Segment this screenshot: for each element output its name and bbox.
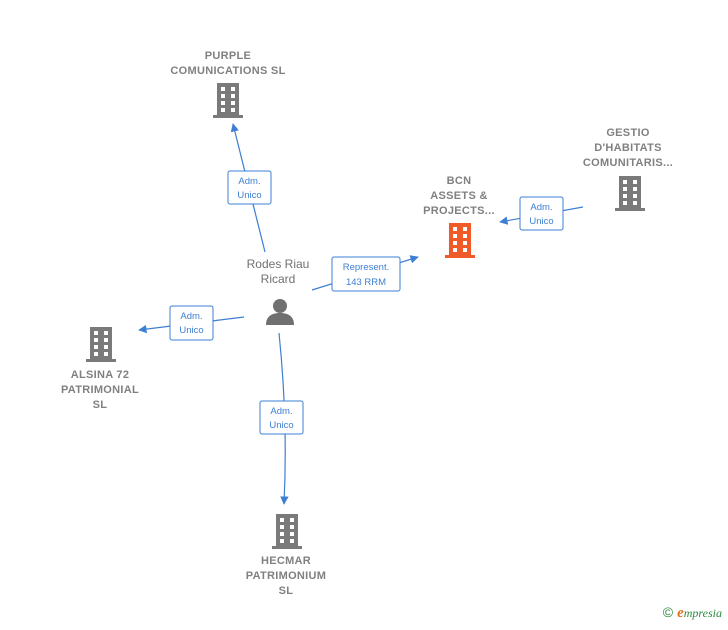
edge-label-purple[interactable]: Adm. Unico bbox=[227, 170, 272, 205]
edge-label-gestio[interactable]: Adm. Unico bbox=[519, 196, 564, 231]
node-label-line: BCN bbox=[447, 175, 472, 187]
edge-label-hecmar[interactable]: Adm. Unico bbox=[259, 400, 304, 435]
person-label-line: Ricard bbox=[261, 272, 296, 286]
person-label-line: Rodes Riau bbox=[247, 257, 310, 271]
node-purple-comunications[interactable]: PURPLE COMUNICATIONS SL bbox=[170, 50, 285, 118]
brand-logo-e: e bbox=[677, 605, 684, 621]
node-label-line: D'HABITATS bbox=[594, 142, 662, 154]
edge-label-line: Unico bbox=[237, 190, 261, 201]
node-label-line: PURPLE bbox=[205, 50, 251, 62]
node-label-line: PATRIMONIAL bbox=[61, 384, 139, 396]
node-label-line: GESTIO bbox=[606, 127, 650, 139]
edge-label-line: 143 RRM bbox=[346, 277, 386, 288]
brand-logo-text: mpresia bbox=[683, 606, 722, 620]
building-icon bbox=[213, 83, 243, 118]
edge-label-line: Unico bbox=[529, 216, 553, 227]
node-label-line: PROJECTS... bbox=[423, 205, 495, 217]
edge-label-alsina[interactable]: Adm. Unico bbox=[169, 305, 214, 341]
copyright-symbol: © bbox=[662, 604, 674, 620]
edge-label-line: Adm. bbox=[530, 202, 552, 213]
node-label-line: COMUNITARIS... bbox=[583, 157, 673, 169]
node-label-line: SL bbox=[93, 399, 108, 411]
node-person-rodes-riau-ricard[interactable]: Rodes Riau Ricard bbox=[247, 257, 310, 325]
edge-label-line: Unico bbox=[269, 420, 293, 431]
edge-label-line: Unico bbox=[179, 325, 203, 336]
edge-label-line: Adm. bbox=[270, 406, 292, 417]
node-label-line: HECMAR bbox=[261, 555, 311, 567]
building-icon bbox=[272, 514, 302, 549]
edge-label-bcn[interactable]: Represent. 143 RRM bbox=[331, 256, 401, 292]
node-label-line: PATRIMONIUM bbox=[246, 570, 327, 582]
node-label-line: SL bbox=[279, 585, 294, 597]
building-icon bbox=[445, 223, 475, 258]
edge-label-line: Adm. bbox=[238, 176, 260, 187]
node-gestio-habitats[interactable]: GESTIO D'HABITATS COMUNITARIS... bbox=[583, 127, 673, 211]
node-label-line: COMUNICATIONS SL bbox=[170, 65, 285, 77]
edge-label-line: Represent. bbox=[343, 262, 389, 273]
node-hecmar-patrimonium[interactable]: HECMAR PATRIMONIUM SL bbox=[246, 514, 327, 597]
building-icon bbox=[615, 176, 645, 211]
node-alsina-72-patrimonial[interactable]: ALSINA 72 PATRIMONIAL SL bbox=[61, 327, 139, 411]
empresia-watermark: ©empresia bbox=[663, 604, 722, 622]
edge-label-line: Adm. bbox=[180, 311, 202, 322]
node-bcn-assets-projects[interactable]: BCN ASSETS & PROJECTS... bbox=[423, 175, 495, 258]
node-label-line: ALSINA 72 bbox=[71, 369, 130, 381]
node-label-line: ASSETS & bbox=[430, 190, 487, 202]
person-icon bbox=[266, 299, 294, 325]
building-icon bbox=[86, 327, 116, 362]
